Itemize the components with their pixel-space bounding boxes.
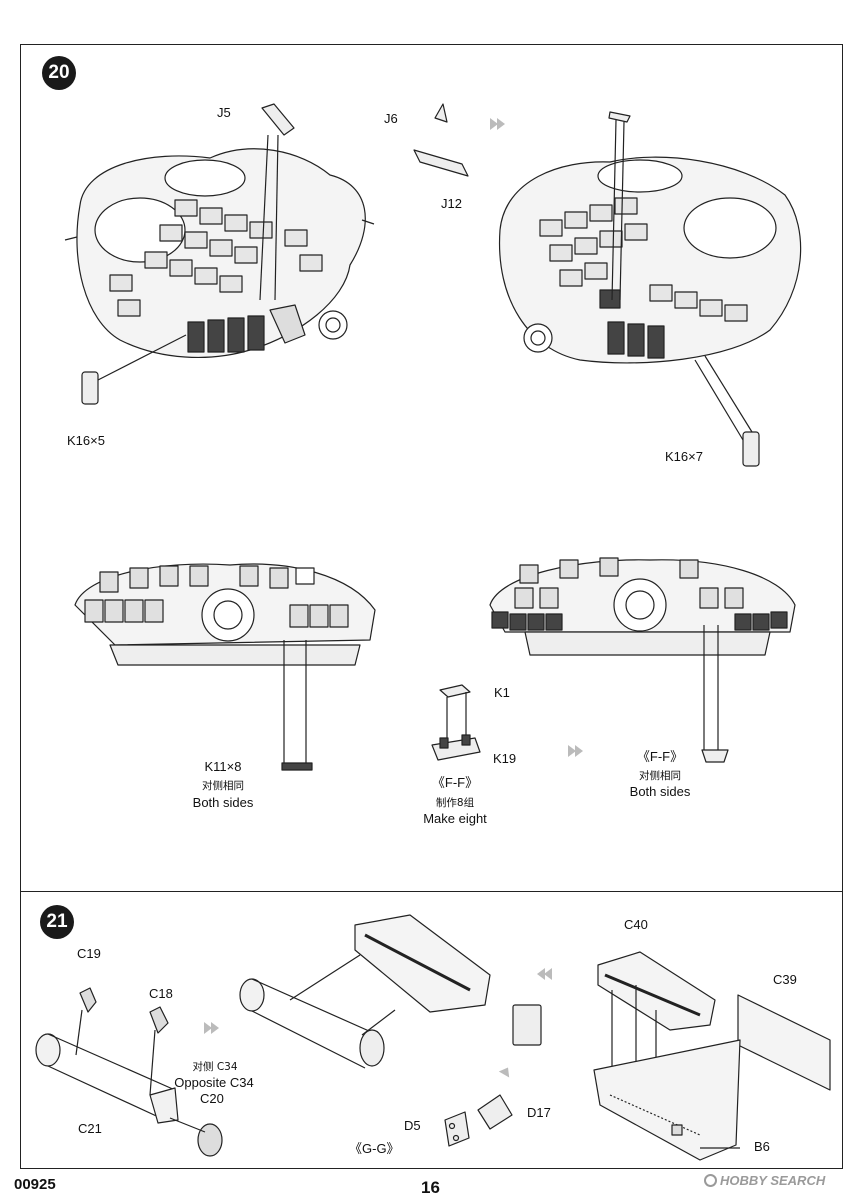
part-label-k16x7: K16×7 (665, 449, 703, 464)
both-sides-cn-right: 对侧相同 (639, 770, 681, 782)
part-label-j5: J5 (217, 105, 231, 120)
step-20-number: 20 (42, 56, 76, 90)
watermark-text: HOBBY SEARCH (720, 1173, 826, 1188)
part-label-k19: K19 (493, 751, 517, 766)
watermark: HOBBY SEARCH (704, 1173, 825, 1188)
step21-right-drawing (593, 951, 831, 1161)
view-label-ff-right: 《F-F》 (636, 749, 684, 764)
part-label-c40: C40 (624, 917, 648, 932)
step-arrow-3 (204, 1022, 219, 1034)
view-label-gg: 《G-G》 (349, 1141, 400, 1156)
part-label-c20: C20 (200, 1091, 224, 1106)
opposite-c34-cn: 对侧 C34 (192, 1061, 238, 1073)
part-label-k16x5: K16×5 (67, 433, 105, 448)
step21-left-drawing (35, 987, 223, 1157)
part-label-b6: B6 (754, 1139, 770, 1154)
step-21-number: 21 (40, 905, 74, 939)
part-label-c39: C39 (773, 972, 797, 987)
part-label-c19: C19 (77, 946, 101, 961)
view-label-ff-center: 《F-F》 (431, 775, 479, 790)
turret-side-left-drawing (74, 563, 376, 771)
part-label-j12: J12 (441, 196, 462, 211)
both-sides-left: Both sides (192, 795, 254, 810)
step-21-panel (20, 891, 843, 1169)
make-eight: Make eight (423, 811, 487, 826)
part-label-c18: C18 (149, 986, 173, 1001)
opposite-c34: Opposite C34 (174, 1075, 254, 1090)
turret-top-left-drawing (64, 103, 375, 405)
ff-subassembly-drawing (431, 684, 481, 761)
make-eight-cn: 制作8组 (435, 797, 475, 809)
watermark-logo-icon (704, 1174, 717, 1187)
both-sides-right: Both sides (629, 784, 691, 799)
step-arrow-4 (498, 968, 552, 1078)
turret-side-right-drawing (489, 557, 796, 763)
both-sides-cn-left: 对侧相同 (202, 780, 244, 792)
part-label-c21: C21 (78, 1121, 102, 1136)
kit-code: 00925 (14, 1176, 56, 1193)
part-label-d5: D5 (404, 1118, 421, 1133)
step-arrow-1 (490, 118, 505, 130)
part-label-k11x8: K11×8 (204, 759, 242, 774)
page-number: 16 (421, 1178, 440, 1197)
part-label-d17: D17 (527, 1105, 551, 1120)
turret-top-right-drawing (413, 103, 802, 467)
part-label-j6: J6 (384, 111, 398, 126)
step21-middle-drawing (239, 914, 542, 1147)
part-label-k1: K1 (494, 685, 510, 700)
step-arrow-2 (568, 745, 583, 757)
